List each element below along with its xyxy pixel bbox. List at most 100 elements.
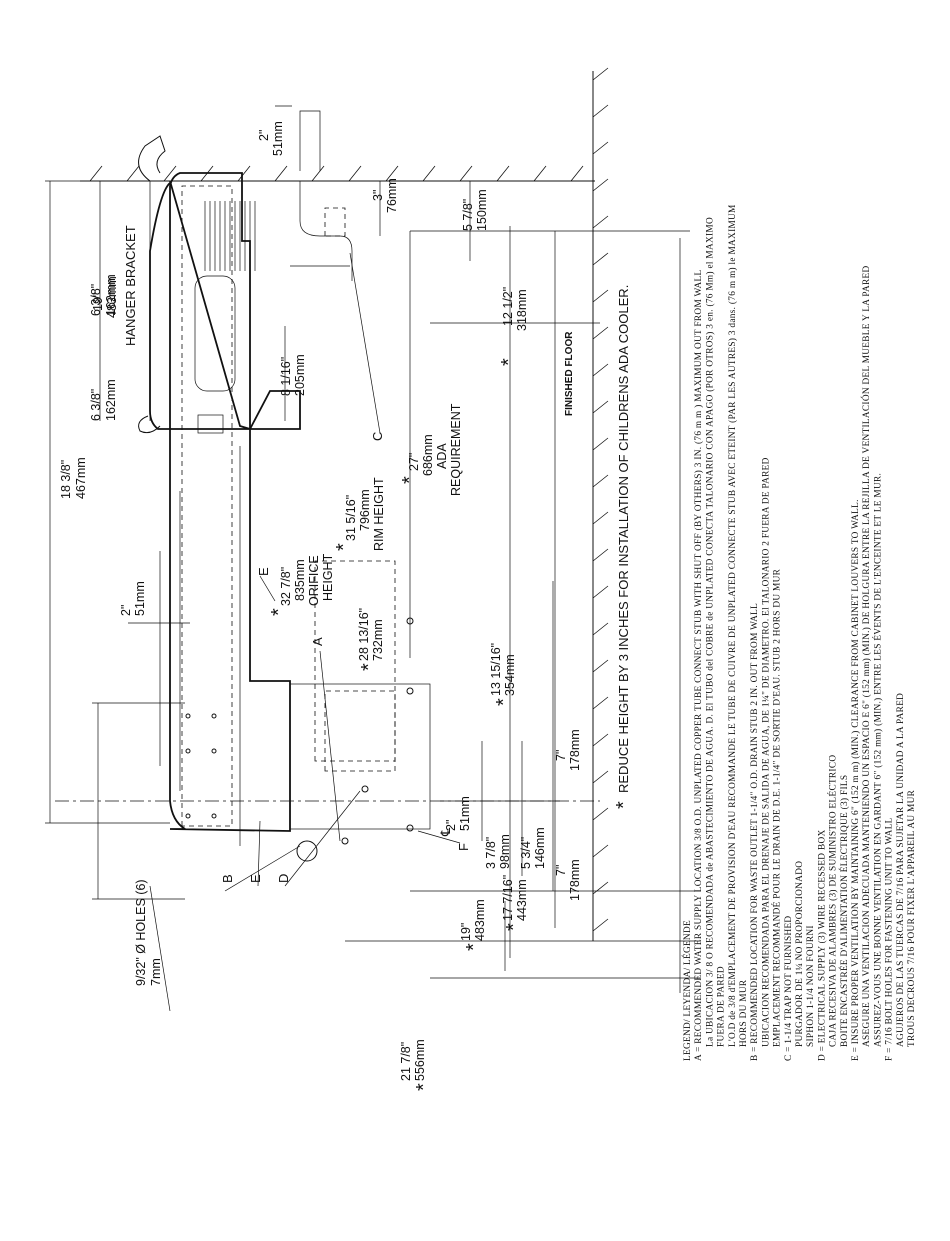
dim-13-mm: 354mm [503, 654, 517, 696]
elec-point-d [361, 785, 369, 793]
legend-line: A = RECOMMENDED WATER SUPPLY LOCATION 3/… [693, 270, 704, 1061]
side-19: 19" [91, 293, 105, 311]
dim-19-label: 19" [459, 923, 473, 941]
legend-line: AGUJEROS DE LAS TUERCAS DE 7/16 PARA SUJ… [896, 693, 906, 1047]
front-wall-hatch [592, 67, 609, 932]
legend-line: F = 7/16 BOLT HOLES FOR FASTENING UNIT T… [885, 817, 895, 1061]
star-21: * [413, 1083, 435, 1091]
front-view [45, 67, 700, 1012]
rim-label: RIM HEIGHT [372, 477, 386, 551]
legend-line: L'O.D de 3/8 d'EMPLACEMENT DE PROVISION … [727, 204, 738, 1047]
orifice-32-mm: 835mm [293, 559, 307, 601]
dim-534-mm: 146mm [533, 827, 547, 869]
legend-line: C = 1-1/4 TRAP NOT FURNISHED [784, 916, 794, 1061]
front-view-labels: 9/32" Ø HOLES (6) 7mm 18 3/8" 467mm 6 3/… [59, 274, 582, 1081]
dim-top2-mm: 51mm [133, 581, 147, 616]
ada-req: REQUIREMENT [449, 403, 463, 496]
legend-line: ASEGURE UNA VENTILACION ADECUADA MANTENI… [860, 265, 872, 1047]
rim-31: 31 5/16" [344, 495, 358, 541]
dim-378-label: 3 7/8" [484, 837, 498, 869]
side-view [80, 105, 600, 846]
drain-outlet-b [296, 840, 318, 862]
legend-line: La UBICACION 3/ 8 O RECOMENDADA de ABAST… [704, 217, 715, 1047]
legend-line: FUERA DE PARED [717, 966, 727, 1047]
side-panel-slot [194, 275, 236, 392]
front-inner-dashed [181, 185, 233, 827]
side-bubbler [138, 415, 161, 434]
star-31: * [333, 543, 355, 551]
supply-pipe [299, 110, 321, 171]
side-8: 8 1/16" [279, 357, 293, 396]
dim-7-bot: 7" [554, 750, 568, 761]
receptacle-box-d [324, 690, 396, 772]
finished-floor: FINISHED FLOOR [564, 331, 575, 416]
side-19-mm: 483mm [105, 276, 119, 318]
hanger-label: HANGER BRACKET [123, 225, 138, 346]
orifice-32: 32 7/8" [279, 567, 293, 606]
dim-21-mm: 556mm [413, 1039, 427, 1081]
tag-c: C [370, 432, 385, 441]
star-note: * [613, 801, 635, 809]
width-total: 18 3/8" [59, 460, 73, 499]
width-half-bot: 6 3/8" [89, 389, 103, 421]
star-markers: * * * * * * * * * * [268, 358, 635, 1091]
dim-7-top: 7" [554, 865, 568, 876]
centerline-mark: ℄ [438, 827, 453, 837]
dim-7-top-mm: 178mm [568, 859, 582, 901]
side-3: 3" [371, 190, 385, 201]
side-12: 12 1/2" [501, 287, 515, 326]
dim-19-mm: 483mm [473, 899, 487, 941]
leader-b [224, 845, 301, 892]
legend-line: EMPLACEMENT RECOMMANDÉ POUR LE DRAIN DE … [771, 568, 783, 1047]
legend-line: SIPHON 1-1/4 NON FOURNI [806, 925, 816, 1047]
dim-13-label: 13 15/16" [489, 643, 503, 696]
orifice-label: ORIFICE [307, 555, 321, 606]
side-578-mm: 150mm [475, 189, 489, 231]
supply-point-a [341, 837, 349, 845]
hanger-holes [185, 713, 217, 819]
ada-27-mm: 686mm [421, 434, 435, 476]
star-17: * [503, 923, 525, 931]
dim-17-label: 17 7/16" [501, 875, 515, 921]
dim-top2-label: 2" [119, 605, 133, 616]
star-12: * [498, 358, 520, 366]
legend-line: TROUS DECROUS 7/16 POUR FIXER L'APPAREIL… [907, 789, 917, 1047]
dim-17-mm: 443mm [515, 879, 529, 921]
star-28: * [358, 663, 380, 671]
holes-mm: 7mm [149, 958, 163, 986]
legend-line: BOITE ENCASTRÉE D'ALIMENTATION ÉLECTRIQU… [838, 775, 850, 1047]
legend-line: UBICACION RECOMENDADA PARA EL DRENAJE DE… [761, 457, 771, 1047]
star-13: * [493, 698, 515, 706]
orifice-label2: HEIGHT [321, 553, 335, 601]
side-top2-mm: 51mm [271, 121, 285, 156]
legend-line: PURGADOR DE 1¼ NO PROPORCIONADO [795, 861, 805, 1047]
side-top2: 2" [257, 130, 271, 141]
width-half-top: 6 3/8" [89, 284, 103, 316]
dim-28-label: 28 13/16" [357, 608, 371, 661]
width-half-top-mm: 162mm [104, 274, 118, 316]
front-cabinet-outline [169, 172, 291, 832]
ada-label: ADA [435, 443, 449, 469]
legend-line: B = RECOMMENDED LOCATION FOR WASTE OUTLE… [750, 603, 760, 1061]
dim-28-mm: 732mm [371, 619, 385, 661]
star-32: * [268, 608, 290, 616]
side-578: 5 7/8" [461, 199, 475, 231]
star-19: * [463, 943, 485, 951]
leader-c [349, 252, 381, 434]
rim-31-mm: 796mm [358, 489, 372, 531]
tag-a: A [310, 637, 325, 646]
width-total-mm: 467mm [74, 457, 88, 499]
tag-d: D [276, 874, 291, 883]
side-12-mm: 318mm [515, 289, 529, 331]
leader-holes [149, 885, 171, 1012]
tag-b: B [220, 874, 235, 883]
legend-line: D = ELECTRICAL SUPPLY (3) WIRE RECESSED … [816, 830, 827, 1061]
tag-f: F [456, 843, 471, 851]
ada-27: 27" [407, 453, 421, 471]
front-bubbler [138, 135, 166, 182]
louvers [204, 201, 256, 271]
